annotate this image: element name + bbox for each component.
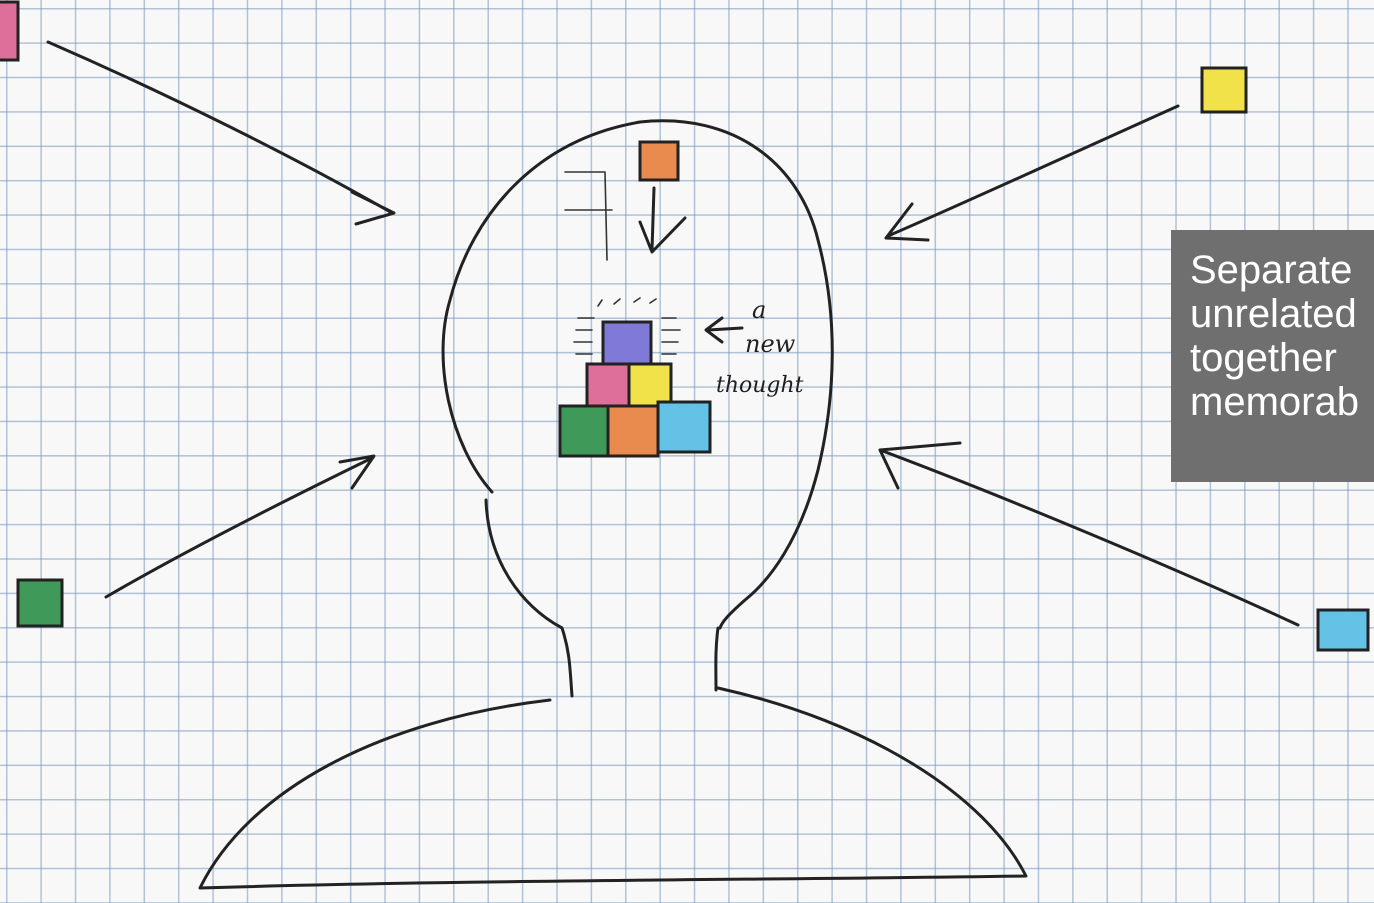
annotation-line-3: thought bbox=[716, 373, 804, 398]
falling-orange-block bbox=[640, 142, 678, 180]
arrow-from-pink-icon bbox=[48, 42, 394, 224]
outer-block-light-blue bbox=[1318, 610, 1368, 650]
stack-block-purple bbox=[603, 322, 651, 364]
arrow-from-yellow-icon bbox=[886, 106, 1178, 240]
outer-block-pink bbox=[0, 2, 18, 60]
stack-block-pink bbox=[587, 364, 629, 406]
stack-block-orange bbox=[608, 406, 658, 456]
annotation-arrow-icon bbox=[706, 318, 742, 342]
arrow-from-green-icon bbox=[106, 456, 374, 597]
annotation-line-2: new bbox=[745, 330, 796, 358]
caption-line-1: Separate bbox=[1190, 248, 1374, 292]
shoulders-outline bbox=[200, 688, 1026, 888]
annotation-line-1: a bbox=[752, 296, 766, 324]
caption-line-4: memorab bbox=[1190, 380, 1374, 424]
caption-box: Separate unrelated together memorab bbox=[1171, 230, 1374, 482]
stack-block-light-blue bbox=[658, 402, 710, 452]
outer-block-green bbox=[18, 580, 62, 626]
stack-block-yellow bbox=[629, 364, 671, 406]
caption-line-3: together bbox=[1190, 336, 1374, 380]
caption-line-2: unrelated bbox=[1190, 292, 1374, 336]
stack-block-green bbox=[560, 406, 608, 456]
outer-block-yellow bbox=[1202, 68, 1246, 112]
neck-left bbox=[486, 500, 572, 696]
neck-right bbox=[716, 628, 718, 690]
falling-arrow-icon bbox=[640, 188, 685, 252]
ruled-marks bbox=[565, 172, 612, 260]
